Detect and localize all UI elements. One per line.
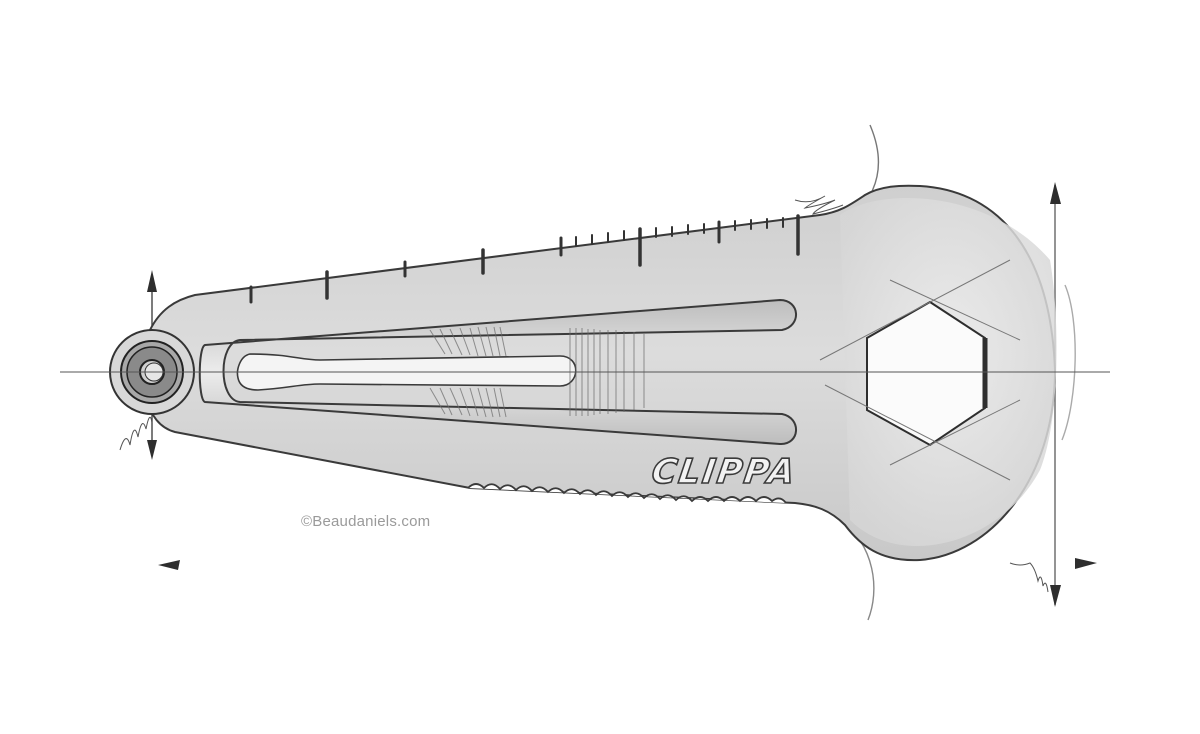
sketch-scribbles [119, 195, 1049, 593]
hex-wrench-cutout [819, 259, 1021, 481]
clip-slot [198, 298, 797, 446]
copyright-watermark: ©Beaudaniels.com [301, 513, 431, 530]
brand-label: CLIPPA [648, 451, 800, 493]
serrated-edge [467, 483, 787, 504]
ruler-ticks [249, 214, 800, 304]
dimension-arrows [147, 182, 1097, 607]
